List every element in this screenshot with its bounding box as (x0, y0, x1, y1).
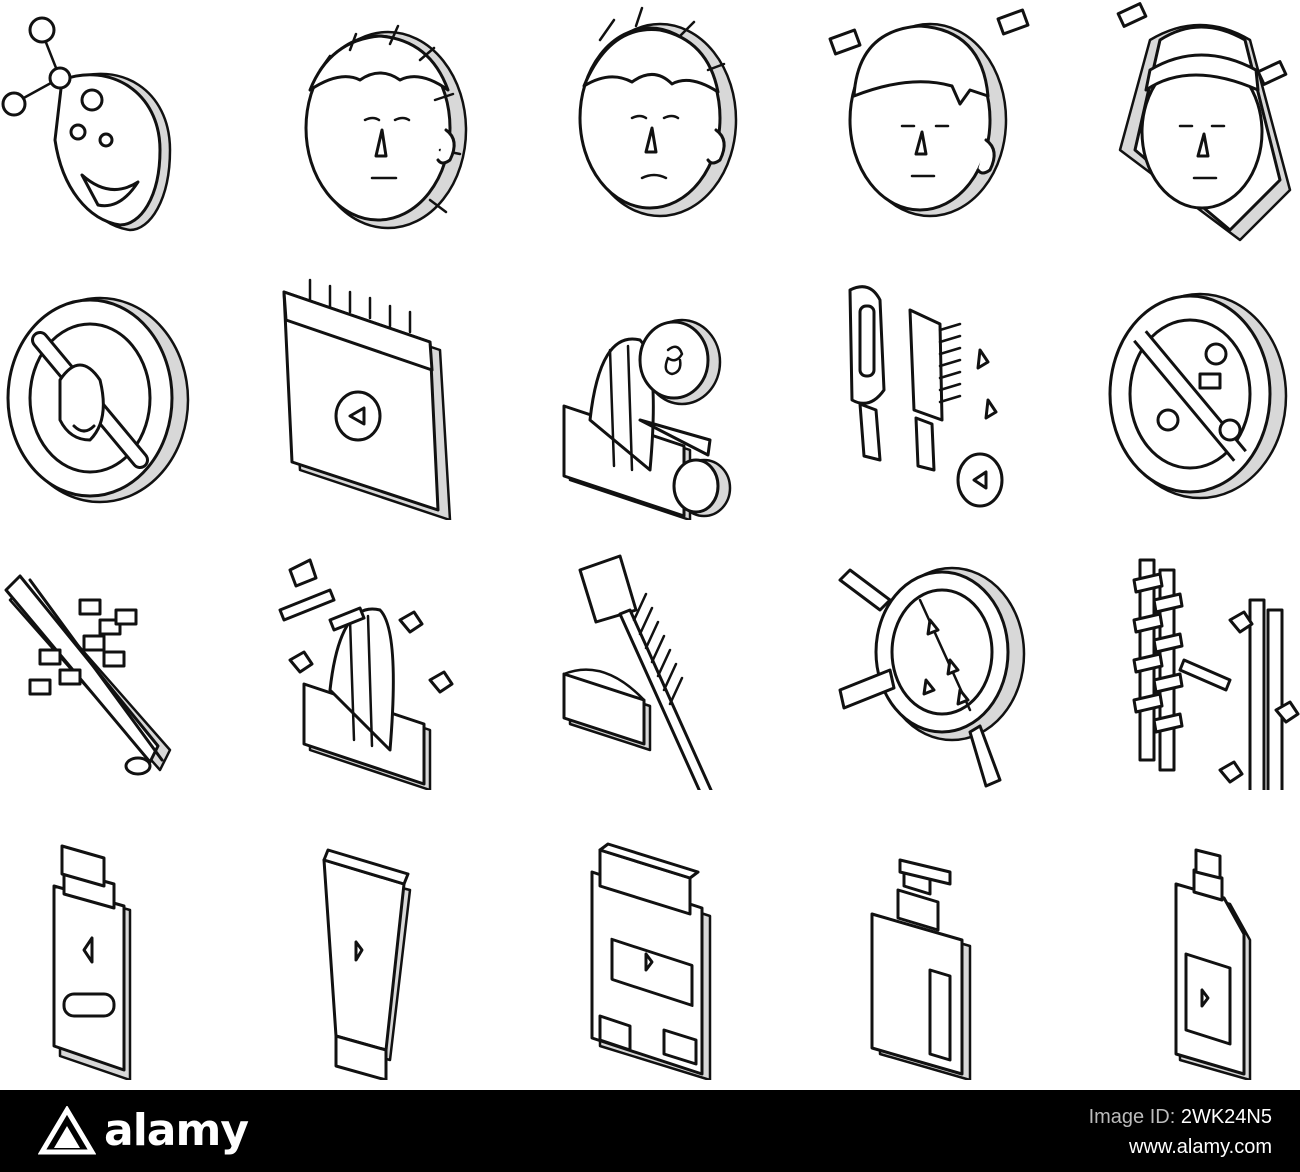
brand: alamy (38, 1104, 249, 1158)
hair-strand-icon (1080, 540, 1300, 790)
footer-meta: Image ID: 2WK24N5 www.alamy.com (1089, 1102, 1272, 1162)
image-id-label: Image ID: (1088, 1106, 1176, 1128)
pump-bottle-icon (810, 830, 1030, 1080)
footer-bar: alamy Image ID: 2WK24N5 www.alamy.com (0, 1090, 1300, 1172)
conditioner-bottle-icon (1080, 830, 1300, 1080)
curly-hair-man-icon (270, 0, 490, 250)
hair-magnifier-icon (810, 540, 1030, 790)
hair-diagnosis-icon (540, 270, 760, 520)
icon-grid (0, 0, 1300, 1080)
bob-hair-woman-icon (1080, 0, 1300, 250)
site-url: www.alamy.com (1129, 1136, 1272, 1158)
alamy-logo-icon (38, 1106, 96, 1155)
short-hair-man-icon (810, 0, 1030, 250)
wavy-hair-man-icon (540, 0, 760, 250)
shampoo-bottle-icon (0, 830, 220, 1080)
dye-brush-comb-icon (540, 540, 760, 790)
hairbrush-comb-icon (810, 270, 1030, 520)
hair-mask-jar-icon (540, 830, 760, 1080)
cream-tube-icon (270, 830, 490, 1080)
hair-styling-icon (270, 540, 490, 790)
hair-straightener-icon (0, 540, 220, 790)
no-chemicals-icon (1080, 270, 1300, 520)
no-hair-loss-icon (0, 270, 220, 520)
flask-mask-icon (0, 0, 220, 250)
calendar-icon (270, 270, 490, 520)
image-id: 2WK24N5 (1180, 1106, 1272, 1128)
brand-name: alamy (104, 1105, 249, 1156)
